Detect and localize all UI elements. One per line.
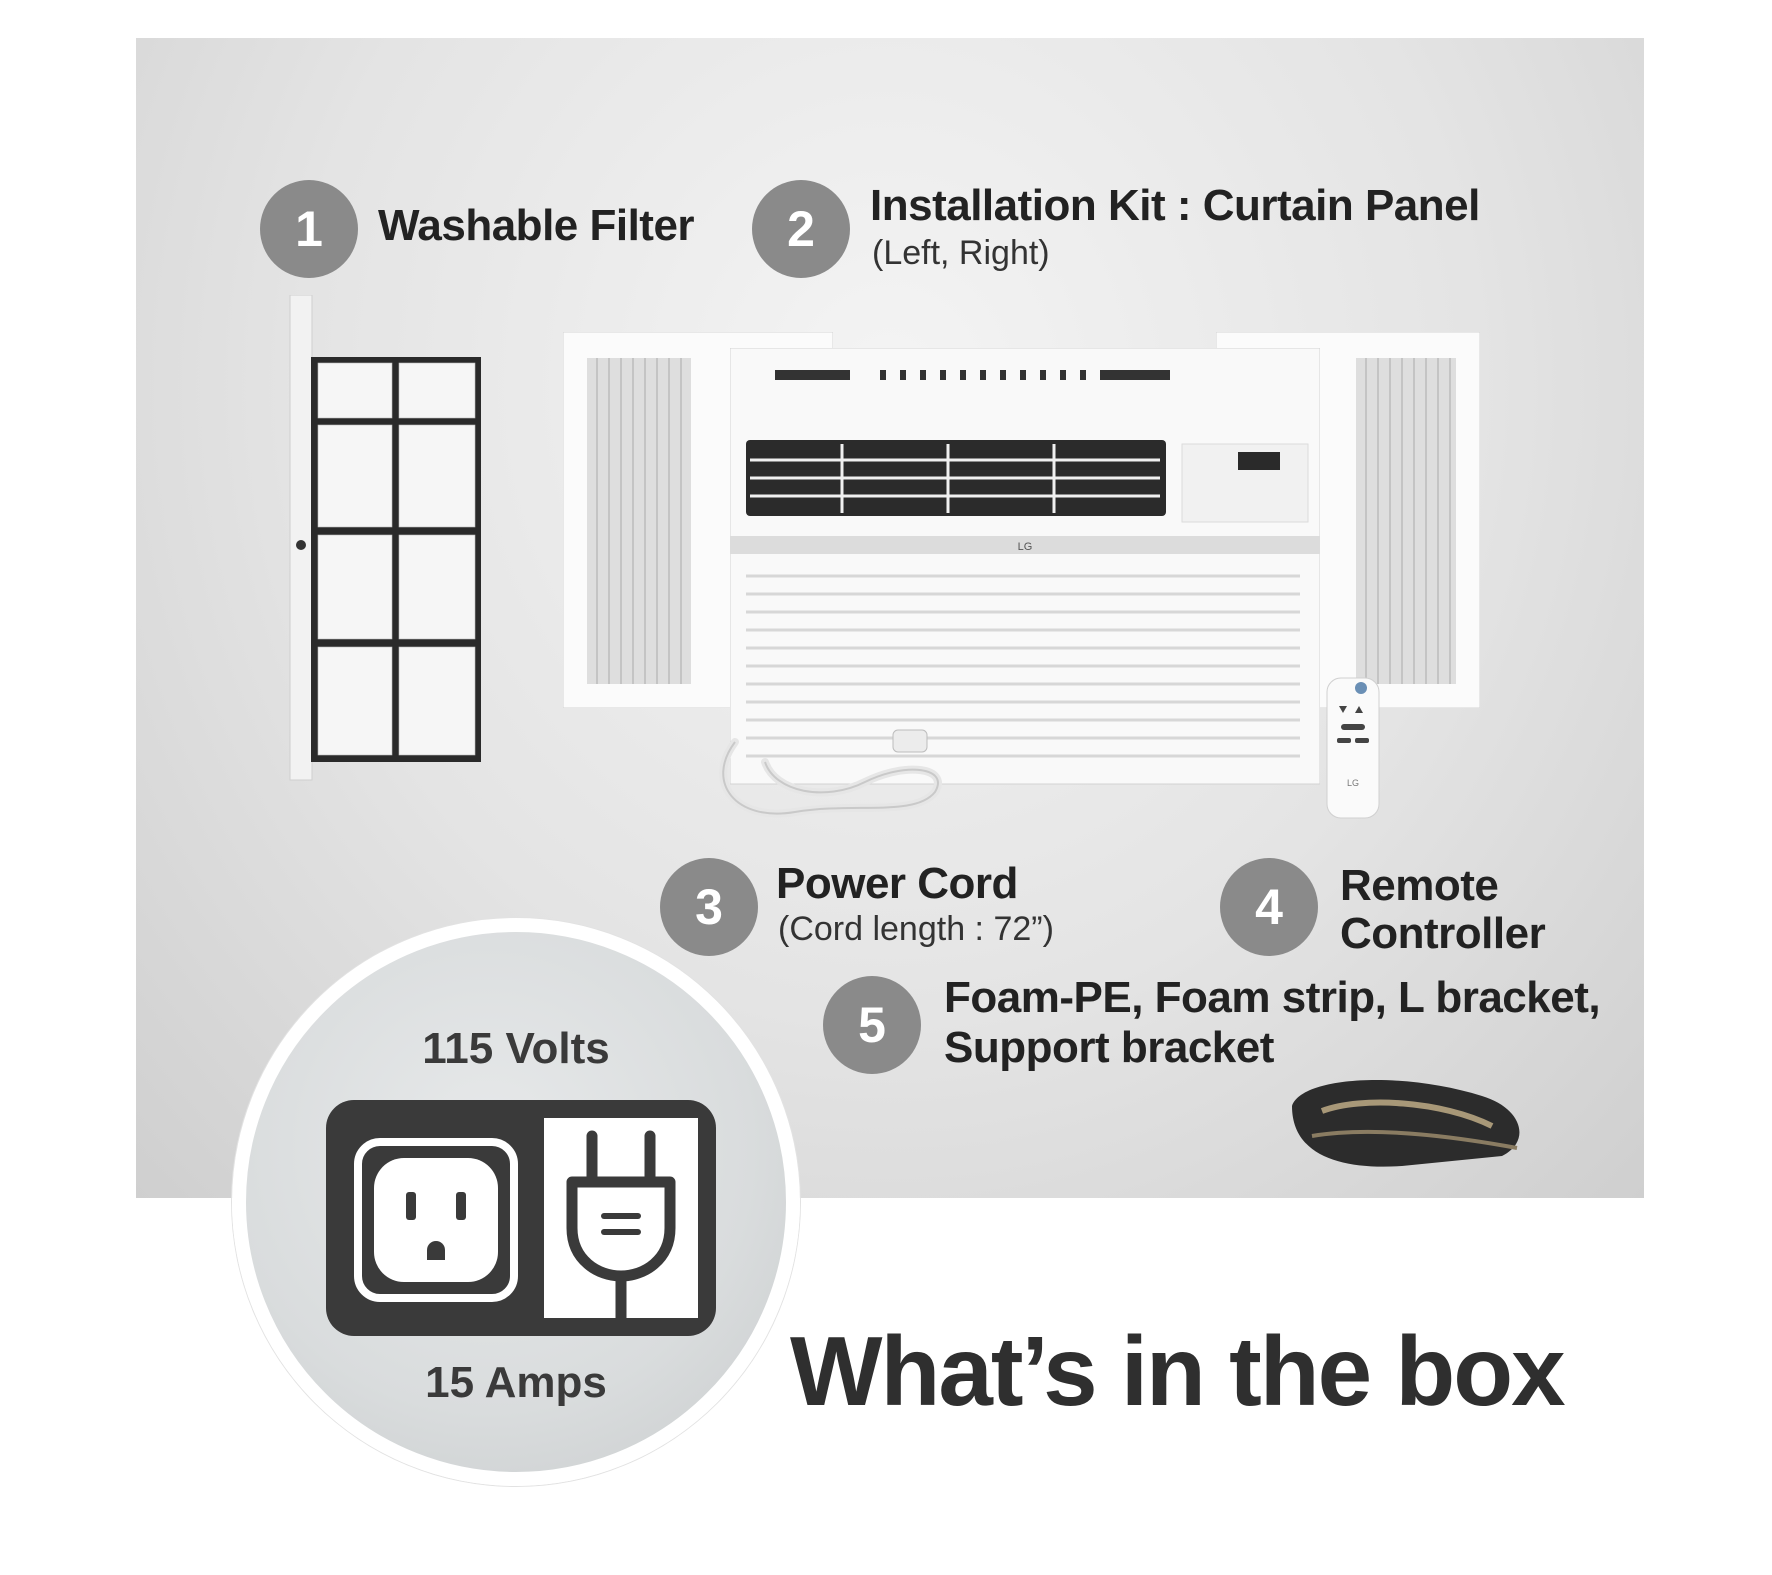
item-5-title: Foam-PE, Foam strip, L bracket,	[944, 973, 1601, 1022]
remote-controller-icon: LG	[1326, 677, 1380, 819]
power-cord-icon	[719, 729, 942, 818]
foam-strip-icon	[1292, 1079, 1520, 1167]
air-conditioner-unit-icon: LG	[730, 348, 1320, 785]
badge-3: 3	[660, 858, 758, 956]
item-1-title: Washable Filter	[378, 201, 695, 250]
headline: What’s in the box	[790, 1316, 1566, 1426]
outlet-plug-icon	[326, 1100, 716, 1336]
amperage-label: 15 Amps	[425, 1358, 607, 1407]
badge-4: 4	[1220, 858, 1318, 956]
air-filter-icon	[289, 295, 481, 781]
svg-text:LG: LG	[1347, 778, 1359, 788]
outlet-icon	[354, 1138, 518, 1302]
item-5-title-line2: Support bracket	[944, 1023, 1274, 1072]
item-4-title-line2: Controller	[1340, 909, 1546, 958]
item-3-subtitle: (Cord length : 72”)	[778, 910, 1054, 948]
badge-2: 2	[752, 180, 850, 278]
power-spec-badge: 115 Volts 15 Amps	[232, 918, 800, 1486]
plug-icon	[566, 1130, 676, 1324]
item-4-title: Remote	[1340, 861, 1499, 910]
item-3-title: Power Cord	[776, 859, 1018, 908]
item-2-subtitle: (Left, Right)	[872, 234, 1050, 272]
item-2-title: Installation Kit : Curtain Panel	[870, 181, 1480, 230]
badge-1: 1	[260, 180, 358, 278]
svg-text:LG: LG	[1018, 541, 1033, 553]
badge-5: 5	[823, 976, 921, 1074]
voltage-label: 115 Volts	[422, 1024, 610, 1073]
